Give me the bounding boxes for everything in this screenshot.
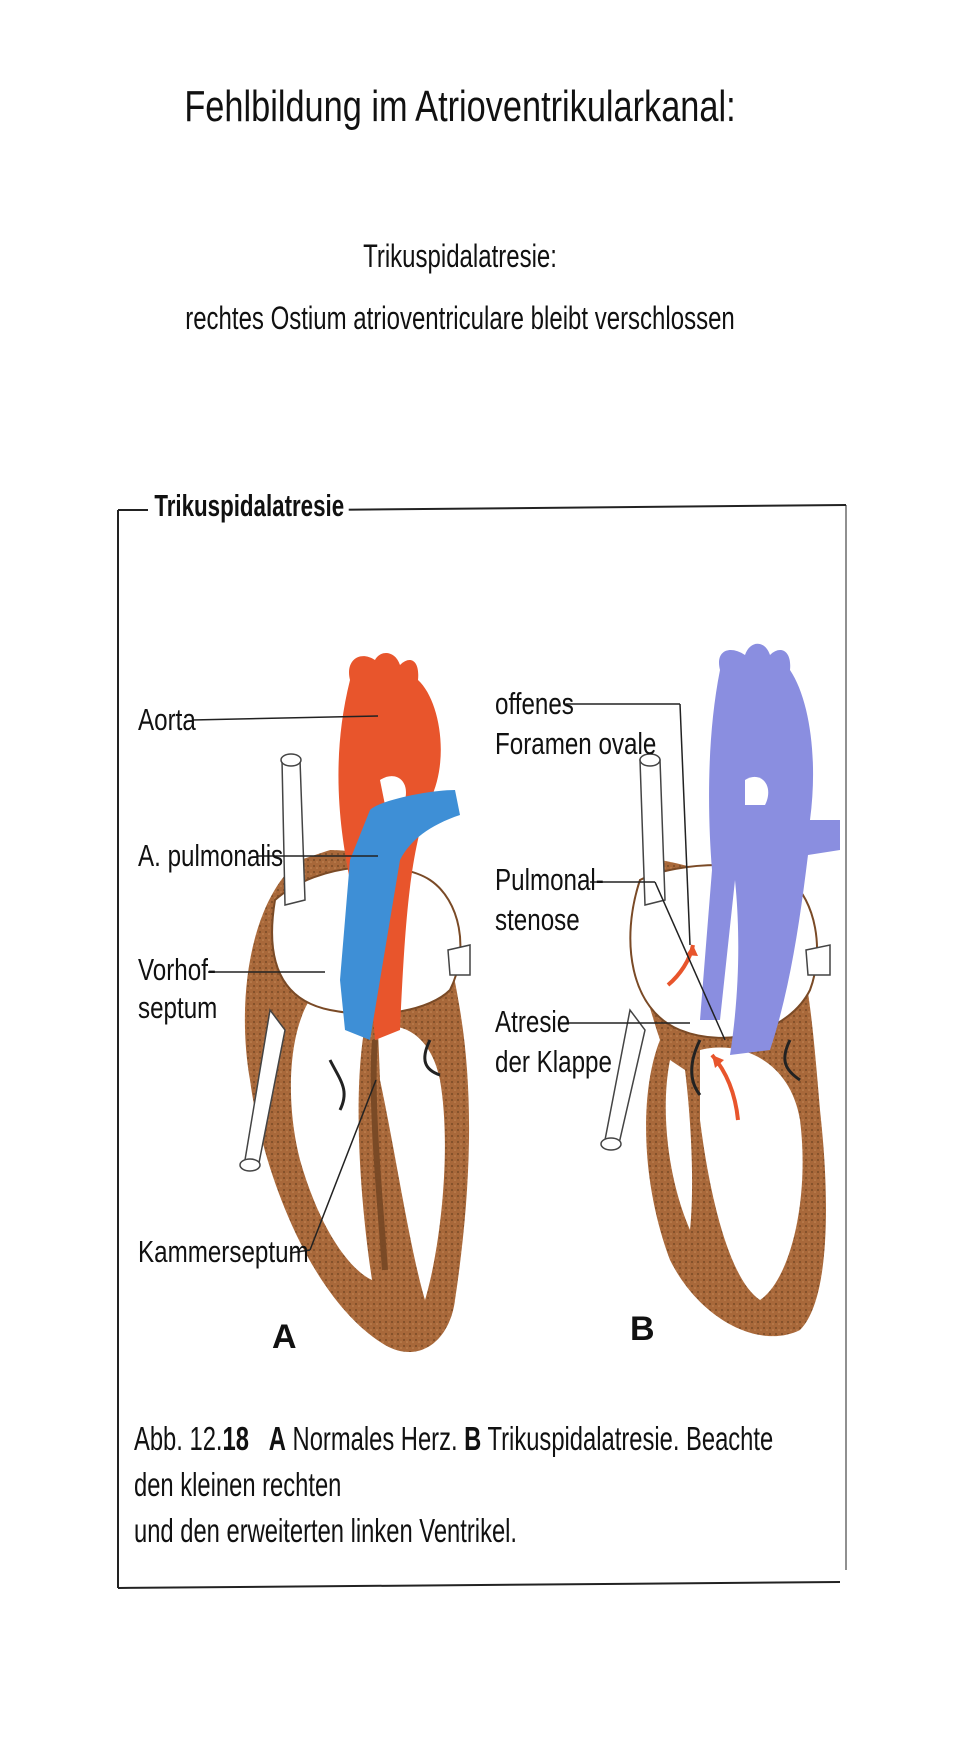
caption-line-1: Abb. 12.18 A Normales Herz. B Trikuspida… — [134, 1416, 782, 1508]
label-stenose-1: Pulmonal- — [495, 862, 604, 897]
caption-line-2: und den erweiterten linken Ventrikel. — [134, 1512, 518, 1549]
caption-abb: Abb. 12. — [134, 1420, 223, 1457]
figure-frame — [117, 504, 847, 1589]
label-vorhofseptum-2: septum — [138, 990, 218, 1025]
panel-label-a: A — [272, 1318, 297, 1356]
label-atresie-2: der Klappe — [495, 1044, 612, 1079]
label-atresie-1: Atresie — [495, 1004, 571, 1039]
leader-lines-b — [566, 703, 726, 1041]
caption-a-text: Normales Herz. — [285, 1420, 465, 1457]
label-foramen-2: Foramen ovale — [495, 726, 657, 761]
panel-label-b: B — [630, 1310, 655, 1348]
label-kammerseptum: Kammerseptum — [138, 1234, 309, 1269]
figure-box-title: Trikuspidalatresie — [150, 488, 349, 524]
heart-b — [600, 643, 840, 1337]
caption-a: A — [268, 1420, 286, 1457]
great-vessels-b — [700, 643, 840, 1055]
label-foramen-1: offenes — [495, 686, 574, 721]
heart-a — [239, 653, 471, 1353]
caption-b: B — [464, 1420, 482, 1457]
leader-lines-a — [191, 715, 379, 1254]
label-aorta: Aorta — [138, 702, 196, 737]
caption-b-text: Trikuspidalatresie. Beachte den kleinen … — [134, 1420, 774, 1503]
pulmonalis-a — [340, 790, 460, 1040]
subtitle-line-1: Trikuspidalatresie: — [363, 238, 557, 274]
subtitle-line-2: rechtes Ostium atrioventriculare bleibt … — [185, 300, 735, 336]
figure-caption: Abb. 12.18 A Normales Herz. B Trikuspida… — [134, 1416, 782, 1554]
label-pulmonalis: A. pulmonalis — [138, 838, 284, 873]
label-vorhofseptum-1: Vorhof- — [138, 952, 216, 987]
label-stenose-2: stenose — [495, 902, 580, 937]
caption-abb-number: 18 — [222, 1420, 249, 1457]
page-title: Fehlbildung im Atrioventrikularkanal: — [184, 82, 736, 131]
